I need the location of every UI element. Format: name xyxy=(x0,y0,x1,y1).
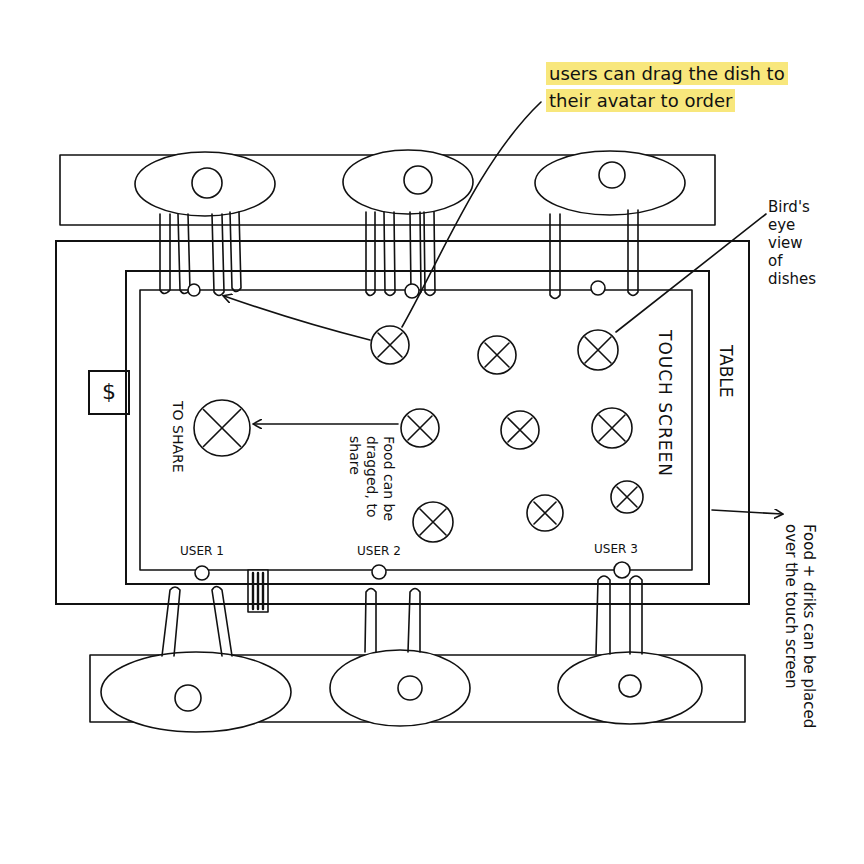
person-head xyxy=(599,162,625,188)
arm xyxy=(550,214,560,299)
user-dot xyxy=(614,562,630,578)
dish-plate xyxy=(501,411,539,449)
leader-arrow xyxy=(712,510,782,514)
person xyxy=(535,151,685,215)
person xyxy=(343,150,473,214)
dish-plate xyxy=(527,495,563,531)
dish xyxy=(527,495,563,531)
leader-line xyxy=(616,214,766,332)
callout-note: Food + driks can be placed over the touc… xyxy=(748,524,818,746)
arm xyxy=(596,576,610,654)
user-dot xyxy=(372,565,386,579)
share-plate: TO SHARE xyxy=(165,395,257,483)
node-text: TOUCH SCREEN xyxy=(655,330,675,477)
dish xyxy=(501,411,539,449)
callout-note: Bird's eye view of dishes xyxy=(768,198,820,288)
person-head xyxy=(619,675,641,697)
arm xyxy=(230,212,241,292)
dish-cross xyxy=(508,418,532,442)
node-text: $ xyxy=(102,379,116,405)
dish-cross xyxy=(378,333,402,357)
dish xyxy=(401,409,439,447)
person-head xyxy=(192,168,222,198)
dish-cross xyxy=(585,337,611,363)
dish xyxy=(578,330,618,370)
arm xyxy=(410,212,421,296)
dish-plate xyxy=(578,330,618,370)
arm xyxy=(628,210,638,296)
callout-note: Food can be dragged, to share xyxy=(325,436,397,536)
node-text: TABLE xyxy=(716,345,736,398)
arm xyxy=(366,212,375,296)
leader-line xyxy=(402,102,541,327)
payment-box: $ xyxy=(88,370,130,415)
arm xyxy=(384,212,395,296)
user-label: USER 3 xyxy=(594,542,638,556)
user-label: USER 2 xyxy=(357,544,401,558)
arm xyxy=(212,587,232,657)
dish-cross xyxy=(534,502,556,524)
table-box: TABLE TOUCH SCREEN TO SHARE $ xyxy=(55,240,750,605)
dish-plate xyxy=(413,502,453,542)
person xyxy=(558,652,702,724)
share-plate-cross xyxy=(203,409,241,447)
dish-cross xyxy=(408,416,432,440)
dish-plate xyxy=(478,336,516,374)
person-head xyxy=(404,166,432,194)
user-dot xyxy=(591,281,605,295)
person xyxy=(101,652,291,732)
arm xyxy=(162,587,180,656)
person-head xyxy=(398,676,422,700)
dish xyxy=(478,336,516,374)
dish-cross xyxy=(617,487,637,507)
dish-plate xyxy=(371,326,409,364)
dish-cross xyxy=(599,415,625,441)
user-dot xyxy=(405,284,419,298)
dish-cross xyxy=(485,343,509,367)
screen-edge xyxy=(140,290,692,570)
user-label: USER 1 xyxy=(180,544,224,558)
share-plate-circle xyxy=(194,400,250,456)
person xyxy=(135,152,275,216)
touch-screen-box: TOUCH SCREEN TO SHARE xyxy=(125,270,710,585)
drink xyxy=(248,570,268,612)
callout-note: users can drag the dish to their avatar … xyxy=(546,60,798,114)
person-head xyxy=(175,685,201,711)
dish xyxy=(592,408,632,448)
arm xyxy=(408,589,420,653)
arm xyxy=(365,589,376,653)
dish-cross xyxy=(420,509,446,535)
arm xyxy=(178,214,190,294)
dish xyxy=(371,326,409,364)
dish-plate xyxy=(611,481,643,513)
highlighted-text: users can drag the dish to their avatar … xyxy=(546,62,788,112)
node-text: TO SHARE xyxy=(169,401,186,473)
person xyxy=(330,650,470,726)
arm xyxy=(212,214,224,296)
dish xyxy=(413,502,453,542)
arm xyxy=(630,576,642,654)
dish xyxy=(611,481,643,513)
drag-arrow xyxy=(224,296,370,340)
dish-plate xyxy=(401,409,439,447)
dish-plate xyxy=(592,408,632,448)
drag-arrow xyxy=(254,423,398,425)
user-dot xyxy=(195,566,209,580)
arm xyxy=(160,214,170,294)
user-dot xyxy=(188,284,200,296)
